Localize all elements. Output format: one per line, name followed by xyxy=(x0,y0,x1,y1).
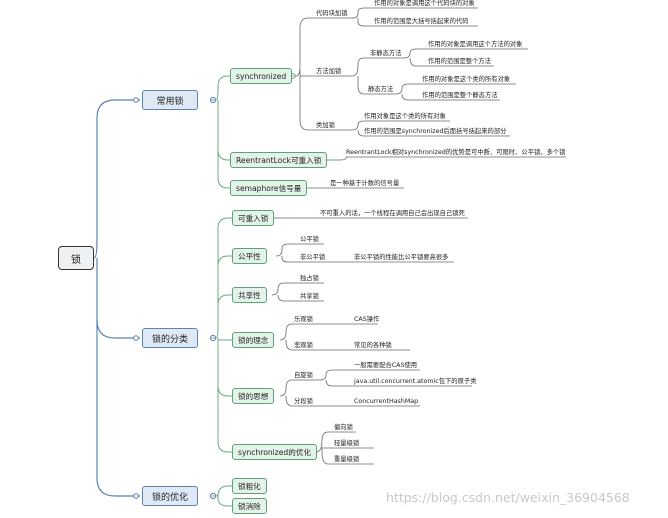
leaf-non-static-object[interactable]: 作用的对象是调用这个方法的对象 xyxy=(428,41,523,48)
branch-lock-optimization[interactable]: 锁的优化 xyxy=(142,486,198,506)
node-lock-thinking-label: 锁的思想 xyxy=(238,391,269,401)
topic-optimistic-lock[interactable]: 乐观锁 xyxy=(294,316,313,323)
note-unfair-lock[interactable]: 非公平锁的性能比公平锁要高很多 xyxy=(354,254,449,261)
node-synchronized-label: synchronized xyxy=(236,71,287,81)
leaf-biased-lock[interactable]: 偏向锁 xyxy=(334,424,353,431)
node-fairness[interactable]: 公平性 xyxy=(232,248,267,264)
watermark-text: https://blog.csdn.net/weixin_36904568 xyxy=(386,490,630,505)
leaf-non-static-scope[interactable]: 作用的范围是整个方法 xyxy=(428,58,491,65)
note-reentrantlock-advantage[interactable]: ReentrantLock相对synchronized的优势是可中断、可限时、公… xyxy=(346,149,566,156)
node-semaphore-label: semaphore信号量 xyxy=(236,183,302,193)
node-lock-elimination-label: 锁消除 xyxy=(238,501,261,511)
leaf-fair-lock[interactable]: 公平锁 xyxy=(300,236,319,243)
leaf-heavyweight-lock[interactable]: 重量级锁 xyxy=(334,456,360,463)
note-pessimistic-lock[interactable]: 常见的各种锁 xyxy=(354,342,392,349)
note-reentrant-lock[interactable]: 不可重入的话，一个线程在调用自己会出现自己锁死 xyxy=(320,210,465,217)
leaf-code-block-scope[interactable]: 作用的范围是大括号括起来的代码 xyxy=(374,18,469,25)
leaf-shared-lock[interactable]: 共享锁 xyxy=(300,293,319,300)
topic-pessimistic-lock[interactable]: 悲观锁 xyxy=(294,342,313,349)
topic-method-lock[interactable]: 方法加锁 xyxy=(316,68,342,75)
root-node[interactable]: 锁 xyxy=(58,246,94,270)
root-label: 锁 xyxy=(71,254,81,266)
leaf-spin-cas[interactable]: 一般需要配合CAS使用 xyxy=(354,362,418,369)
node-sharing-label: 共享性 xyxy=(238,290,261,300)
leaf-static-scope[interactable]: 作用的范围是整个静态方法 xyxy=(422,92,498,99)
leaf-exclusive-lock[interactable]: 独占锁 xyxy=(300,275,319,282)
note-semaphore[interactable]: 是一种基于计数的信号量 xyxy=(330,180,400,187)
topic-class-lock[interactable]: 类加锁 xyxy=(316,122,335,129)
leaf-class-lock-object[interactable]: 作用对象是这个类的所有对象 xyxy=(364,113,446,120)
node-reentrantlock-label: ReentrantLock可重入锁 xyxy=(236,155,322,165)
branch-common-locks[interactable]: 常用锁 xyxy=(142,90,198,110)
topic-code-block-lock[interactable]: 代码块加锁 xyxy=(316,10,348,17)
node-lock-concept-label: 锁的理念 xyxy=(238,335,269,345)
node-reentrant-lock-label: 可重入锁 xyxy=(238,213,269,223)
node-synchronized-optimization[interactable]: synchronized的优化 xyxy=(232,444,318,460)
node-lock-concept[interactable]: 锁的理念 xyxy=(232,332,275,348)
node-lock-coarsening-label: 锁粗化 xyxy=(238,481,261,491)
leaf-lightweight-lock[interactable]: 轻量级锁 xyxy=(334,440,360,447)
topic-spin-lock[interactable]: 自旋锁 xyxy=(294,372,313,379)
topic-non-static-method[interactable]: 非静态方法 xyxy=(370,50,402,57)
node-synchronized[interactable]: synchronized xyxy=(230,68,293,84)
topic-segment-lock[interactable]: 分段锁 xyxy=(294,398,313,405)
node-lock-elimination[interactable]: 锁消除 xyxy=(232,498,267,514)
node-semaphore[interactable]: semaphore信号量 xyxy=(230,180,308,196)
leaf-class-lock-scope[interactable]: 作用的范围是synchronized后面括号括起来的部分 xyxy=(364,128,507,135)
note-segment-lock[interactable]: ConcurrentHashMap xyxy=(354,398,419,405)
node-fairness-label: 公平性 xyxy=(238,251,261,261)
topic-static-method[interactable]: 静态方法 xyxy=(368,86,394,93)
branch-lock-classification-label: 锁的分类 xyxy=(151,334,188,345)
branch-lock-classification[interactable]: 锁的分类 xyxy=(142,328,198,348)
node-reentrantlock[interactable]: ReentrantLock可重入锁 xyxy=(230,152,328,168)
node-lock-coarsening[interactable]: 锁粗化 xyxy=(232,478,267,494)
note-optimistic-lock[interactable]: CAS操作 xyxy=(354,316,380,323)
leaf-spin-atomic[interactable]: java.util.concurrent.atomic包下的原子类 xyxy=(354,378,477,385)
branch-common-locks-label: 常用锁 xyxy=(156,96,184,107)
leaf-code-block-object[interactable]: 作用的对象是调用这个代码块的对象 xyxy=(374,0,475,7)
node-lock-thinking[interactable]: 锁的思想 xyxy=(232,388,275,404)
node-sharing[interactable]: 共享性 xyxy=(232,287,267,303)
node-reentrant-lock[interactable]: 可重入锁 xyxy=(232,210,275,226)
branch-lock-optimization-label: 锁的优化 xyxy=(151,492,188,503)
node-synchronized-optimization-label: synchronized的优化 xyxy=(238,447,312,457)
leaf-static-object[interactable]: 作用的对象是这个类的所有对象 xyxy=(422,76,511,83)
topic-unfair-lock[interactable]: 非公平锁 xyxy=(300,254,326,261)
